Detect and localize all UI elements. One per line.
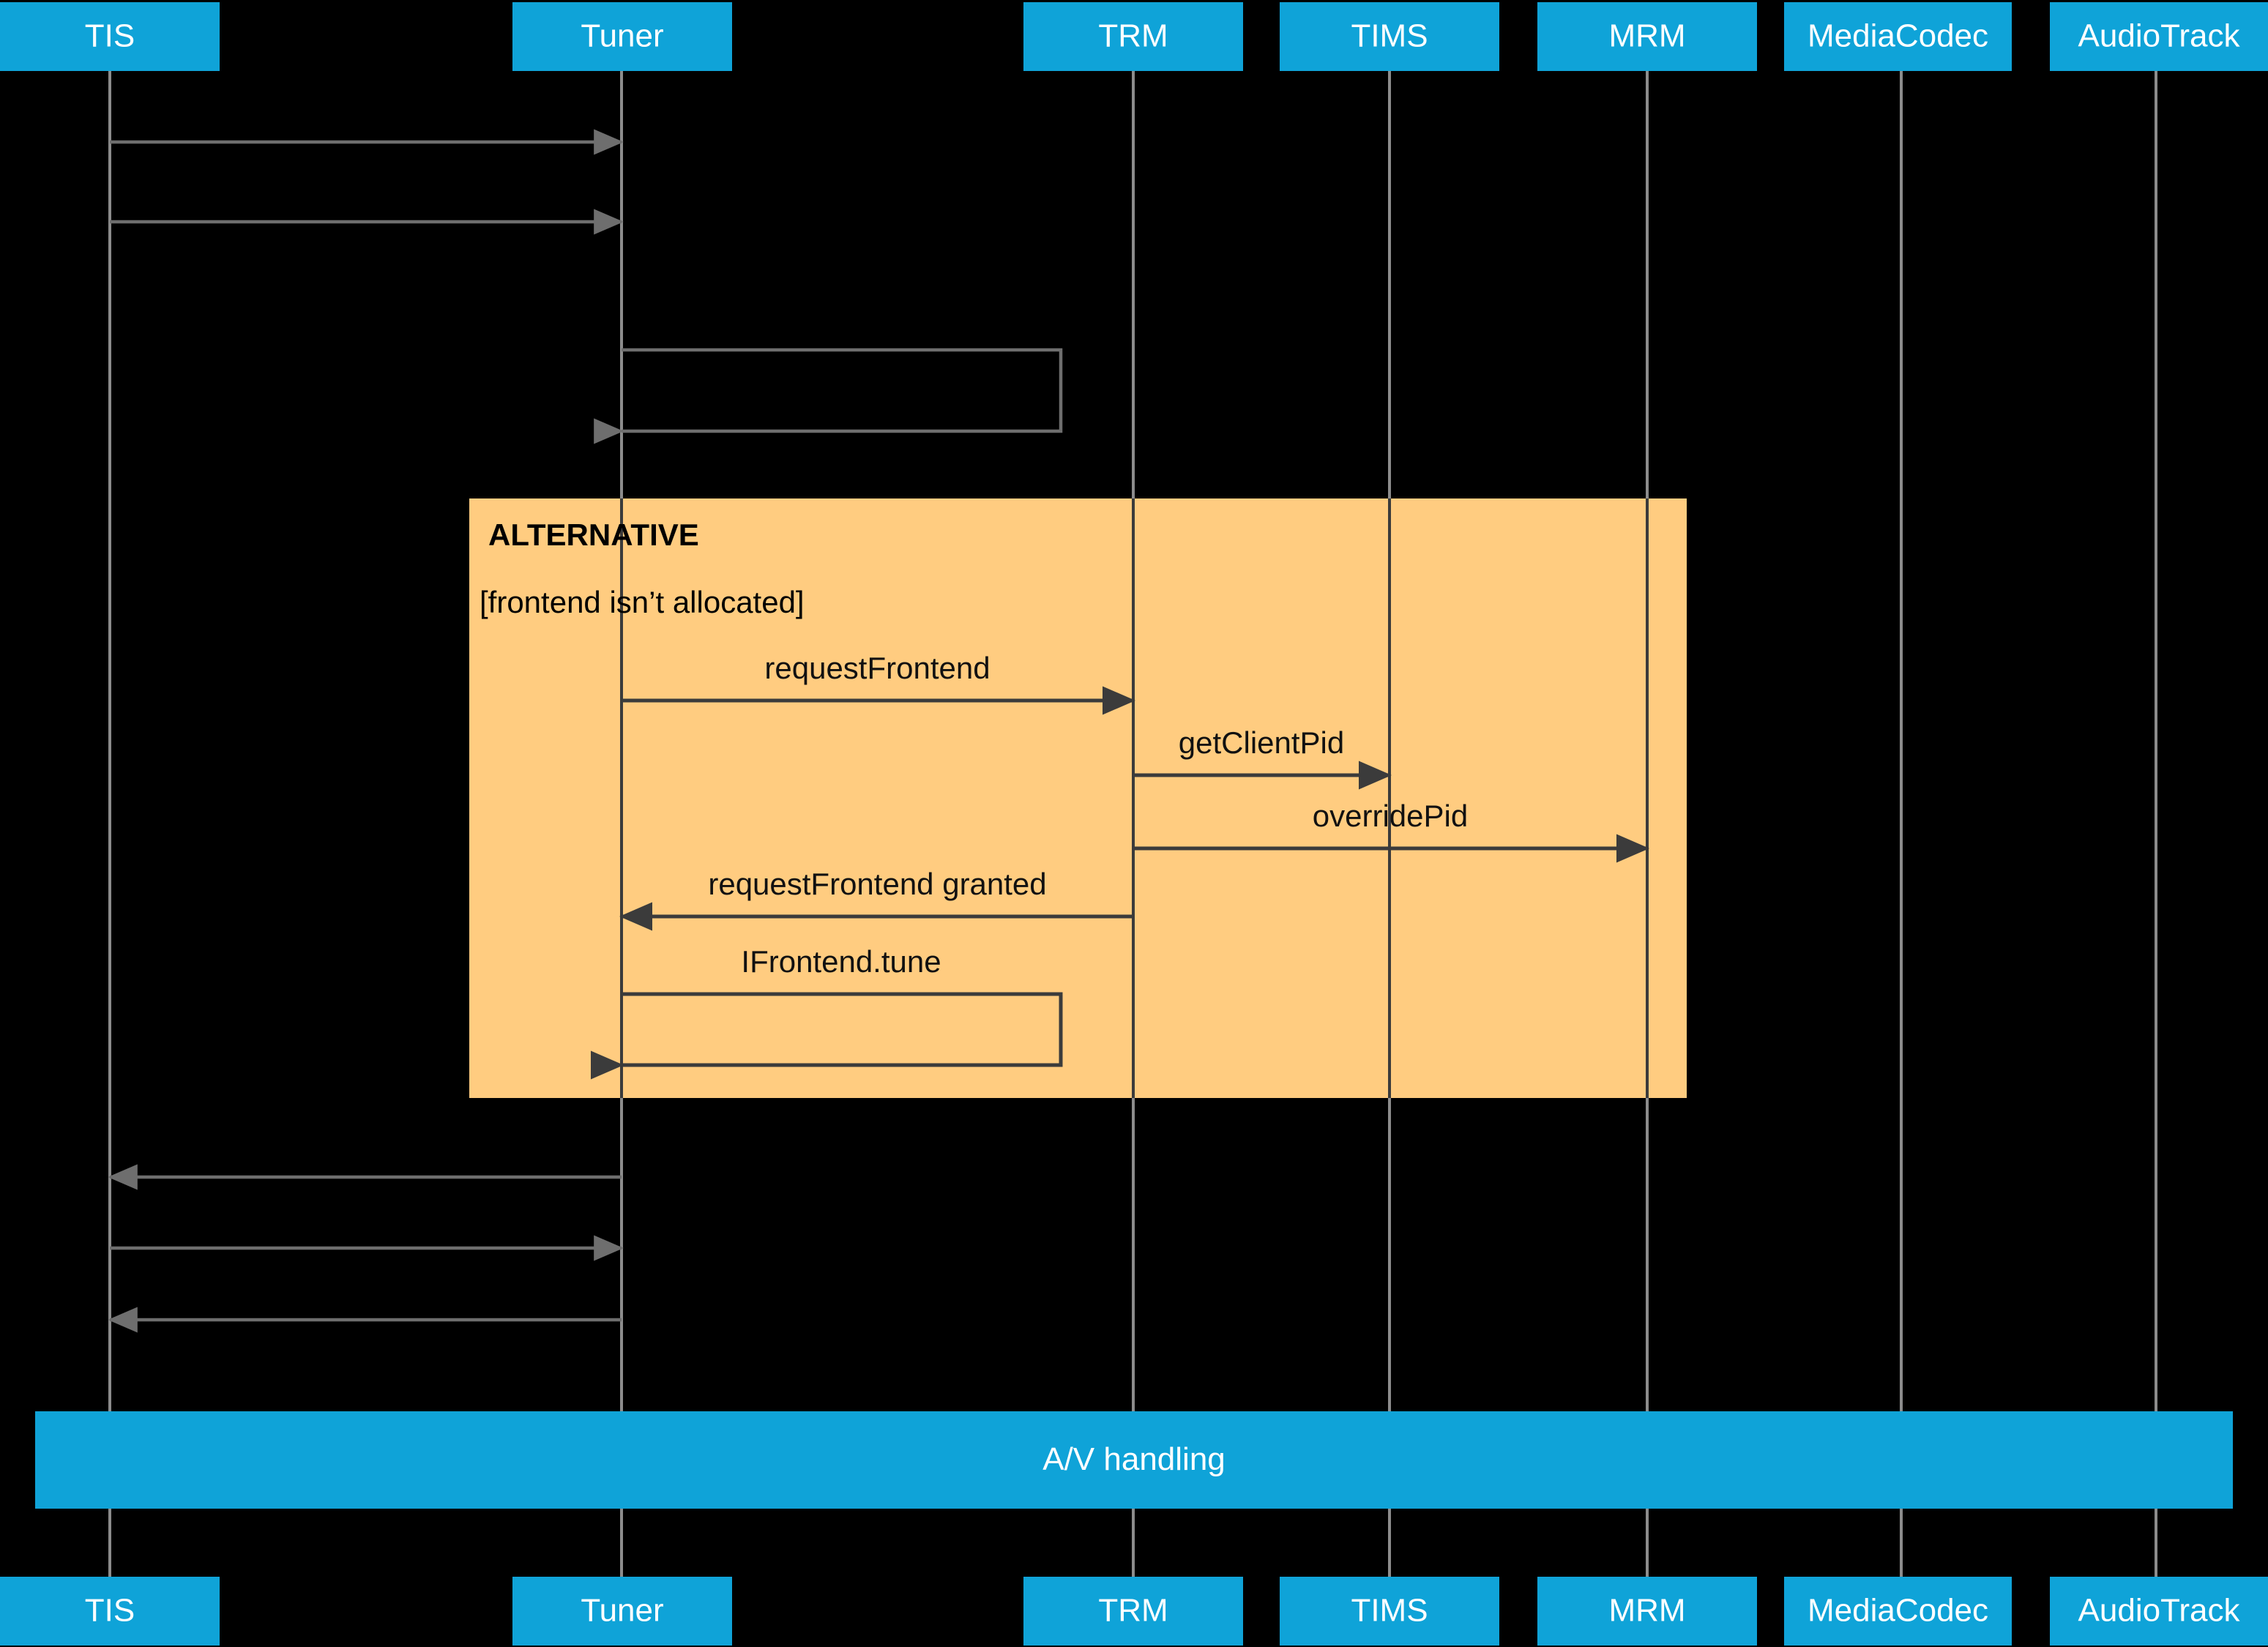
self-message-s1 (594, 348, 1063, 444)
fragment-messages-layer: requestFrontend getClientPid overridePid re… (619, 651, 1650, 931)
header-participant-label-mrm: MRM (1608, 18, 1685, 54)
fragment-title: ALTERNATIVE (488, 518, 699, 552)
footer-participant-label-trm: TRM (1098, 1593, 1168, 1629)
band-av-handling (35, 1411, 2233, 1509)
footer-participant-box-trm[interactable] (1023, 1577, 1243, 1646)
message-label-f1: requestFrontend (764, 651, 990, 685)
message-label-f4: requestFrontend granted (708, 867, 1046, 901)
header-participant-label-tims: TIMS (1351, 18, 1428, 54)
band-label-av-handling: A/V handling (1042, 1441, 1226, 1477)
footer-participant-box-tuner[interactable] (512, 1577, 732, 1646)
header-participant-label-trm: TRM (1098, 18, 1168, 54)
footer-participant-label-tims: TIMS (1351, 1593, 1428, 1629)
fragment-guard-condition: [frontend isn’t allocated] (480, 585, 805, 619)
header-participant-box-trm[interactable] (1023, 2, 1243, 71)
footer-participant-box-tims[interactable] (1280, 1577, 1499, 1646)
message-label-f3: overridePid (1313, 799, 1468, 833)
footer-participant-box-audiotrack[interactable] (2050, 1577, 2268, 1646)
header-participant-box-tuner[interactable] (512, 2, 732, 71)
footer-participant-label-mrm: MRM (1608, 1593, 1685, 1629)
footer-participant-box-mrm[interactable] (1537, 1577, 1757, 1646)
footer-participant-label-tis: TIS (85, 1593, 135, 1629)
footer-participant-box-tis[interactable] (0, 1577, 220, 1646)
alternative-fragment-body (469, 498, 1687, 1098)
header-participant-label-mediacodec: MediaCodec (1808, 18, 1988, 54)
message-label-f2: getClientPid (1179, 725, 1344, 760)
header-participant-box-mediacodec[interactable] (1784, 2, 2012, 71)
messages-layer: IFrontend.tune (108, 129, 1063, 1333)
alternative-fragment (469, 498, 1687, 1098)
self-message-label-s2: IFrontend.tune (741, 944, 941, 979)
header-participant-box-mrm[interactable] (1537, 2, 1757, 71)
self-message-s2 (591, 992, 1063, 1080)
header-participant-box-audiotrack[interactable] (2050, 2, 2268, 71)
header-participant-label-tuner: Tuner (581, 18, 663, 54)
footer-participant-box-mediacodec[interactable] (1784, 1577, 2012, 1646)
footer-participant-label-audiotrack: AudioTrack (2078, 1593, 2241, 1629)
header-participant-label-audiotrack: AudioTrack (2078, 18, 2241, 54)
header-participant-box-tims[interactable] (1280, 2, 1499, 71)
footer-participant-label-tuner: Tuner (581, 1593, 663, 1629)
header-participant-label-tis: TIS (85, 18, 135, 54)
bands-layer: A/V handling (35, 1411, 2233, 1509)
footer-participant-label-mediacodec: MediaCodec (1808, 1593, 1988, 1629)
header-participant-box-tis[interactable] (0, 2, 220, 71)
fragment-text-layer: ALTERNATIVE [frontend isn’t allocated] (480, 518, 805, 619)
